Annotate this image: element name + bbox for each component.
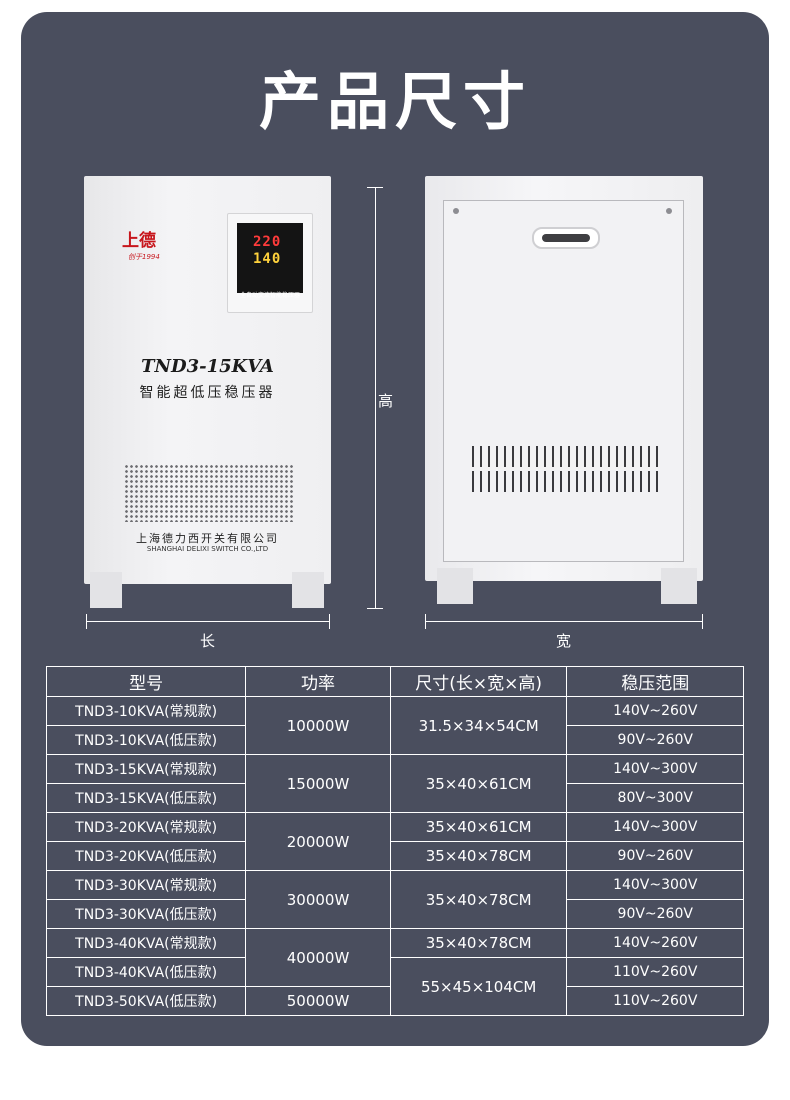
table-row: TND3-40KVA(低压款) 55×45×104CM 110V~260V: [45, 957, 744, 1016]
size-cell: 35×40×61CM: [389, 812, 568, 842]
table-row: TND3-10KVA(常规款) 10000W 31.5×34×54CM 140V…: [45, 696, 744, 755]
model-cell: TND3-30KVA(常规款): [45, 870, 247, 900]
model-cell: TND3-15KVA(低压款): [45, 783, 247, 813]
model-cell: TND3-50KVA(低压款): [45, 986, 247, 1016]
vent-slot-gap: [472, 467, 658, 471]
width-guide-tick: [425, 614, 426, 629]
model-cell: TND3-40KVA(低压款): [45, 957, 247, 987]
handle: [532, 227, 600, 249]
width-guide-tick: [702, 614, 703, 629]
model-cell: TND3-20KVA(低压款): [45, 841, 247, 871]
table-row: TND3-10KVA(低压款) 90V~260V: [45, 725, 744, 755]
table-row: TND3-20KVA(低压款) 35×40×78CM 90V~260V: [45, 841, 744, 871]
product-size-card: 产品尺寸 上德 创于1994 220 140 全自动交流智能稳压器 TND3-1…: [21, 12, 769, 1046]
brand-logo-sub: 创于1994: [128, 253, 160, 261]
height-guide-tick: [367, 187, 383, 188]
power-cell: 20000W: [245, 812, 391, 871]
length-guide-line: [86, 621, 330, 622]
power-cell: 10000W: [245, 696, 391, 755]
page-title: 产品尺寸: [258, 65, 531, 138]
brand-logo-text: 上德: [122, 231, 156, 251]
range-cell: 90V~260V: [566, 725, 744, 755]
side-panel: [443, 200, 684, 562]
table-row: TND3-20KVA(常规款) 20000W 35×40×61CM 140V~3…: [45, 812, 744, 871]
product-subtitle: 智能超低压稳压器: [139, 385, 276, 401]
size-cell: 35×40×78CM: [389, 928, 568, 958]
brand-logo: 上德 创于1994: [122, 226, 182, 276]
range-cell: 80V~300V: [566, 783, 744, 813]
header-power: 功率: [245, 666, 391, 697]
length-guide-tick: [86, 614, 87, 629]
power-cell: 40000W: [245, 928, 391, 987]
range-cell: 140V~260V: [566, 928, 744, 958]
power-cell: 30000W: [245, 870, 391, 929]
meter-screen: 220 140 全自动交流智能稳压器: [237, 223, 303, 299]
power-cell: 50000W: [245, 986, 391, 1016]
model-cell: TND3-15KVA(常规款): [45, 754, 247, 784]
stabilizer-front-view: 上德 创于1994 220 140 全自动交流智能稳压器 TND3-15KVA …: [84, 176, 331, 584]
digital-meter: 220 140 全自动交流智能稳压器: [227, 213, 313, 313]
company-name-cn: 上海德力西开关有限公司: [136, 532, 279, 545]
table-row: TND3-30KVA(低压款) 90V~260V: [45, 899, 744, 929]
model-cell: TND3-20KVA(常规款): [45, 812, 247, 842]
screw-icon: [666, 208, 672, 214]
front-right-leg: [292, 572, 324, 608]
range-cell: 90V~260V: [566, 899, 744, 929]
side-right-leg: [661, 568, 697, 604]
size-cell: 35×40×61CM: [389, 754, 568, 813]
width-label: 宽: [556, 632, 572, 650]
model-cell: TND3-40KVA(常规款): [45, 928, 247, 958]
table-row: TND3-30KVA(常规款) 30000W 35×40×78CM 140V~3…: [45, 870, 744, 929]
range-cell: 90V~260V: [566, 841, 744, 871]
range-cell: 140V~300V: [566, 870, 744, 900]
vent-grille: [124, 464, 294, 522]
screw-icon: [453, 208, 459, 214]
range-cell: 140V~300V: [566, 754, 744, 784]
length-guide-tick: [329, 614, 330, 629]
range-cell: 140V~300V: [566, 812, 744, 842]
model-cell: TND3-30KVA(低压款): [45, 899, 247, 929]
spec-table: 型号 功率 尺寸(长×宽×高) 稳压范围 TND3-10KVA(常规款) 100…: [45, 666, 744, 1016]
handle-slot: [542, 234, 590, 242]
model-cell: TND3-10KVA(低压款): [45, 725, 247, 755]
header-size: 尺寸(长×宽×高): [389, 666, 568, 697]
height-label: 高: [378, 392, 394, 410]
front-left-leg: [90, 572, 122, 608]
range-cell: 110V~260V: [566, 957, 744, 987]
length-label: 长: [200, 632, 216, 650]
size-cell: 35×40×78CM: [389, 870, 568, 929]
header-model: 型号: [45, 666, 247, 697]
meter-top-reading: 220: [253, 234, 282, 250]
table-row: TND3-50KVA(低压款) 50000W 110V~260V: [45, 986, 744, 1016]
stabilizer-side-view: [425, 176, 703, 581]
height-guide-line: [375, 187, 376, 609]
size-cell: 55×45×104CM: [389, 957, 568, 1016]
height-guide-tick: [367, 608, 383, 609]
range-cell: 110V~260V: [566, 986, 744, 1016]
side-left-leg: [437, 568, 473, 604]
company-name-en: SHANGHAI DELIXI SWITCH CO.,LTD: [146, 545, 269, 553]
header-range: 稳压范围: [566, 666, 744, 697]
size-cell: 35×40×78CM: [389, 841, 568, 871]
table-header-row: 型号 功率 尺寸(长×宽×高) 稳压范围: [45, 666, 744, 697]
table-row: TND3-40KVA(常规款) 40000W 35×40×78CM 140V~2…: [45, 928, 744, 987]
model-cell: TND3-10KVA(常规款): [45, 696, 247, 726]
power-cell: 15000W: [245, 754, 391, 813]
range-cell: 140V~260V: [566, 696, 744, 726]
table-row: TND3-15KVA(常规款) 15000W 35×40×61CM 140V~3…: [45, 754, 744, 813]
size-cell: 31.5×34×54CM: [389, 696, 568, 755]
meter-bottom-reading: 140: [253, 251, 282, 267]
meter-caption: 全自动交流智能稳压器: [239, 292, 300, 299]
product-model: TND3-15KVA: [141, 356, 274, 377]
width-guide-line: [425, 621, 703, 622]
